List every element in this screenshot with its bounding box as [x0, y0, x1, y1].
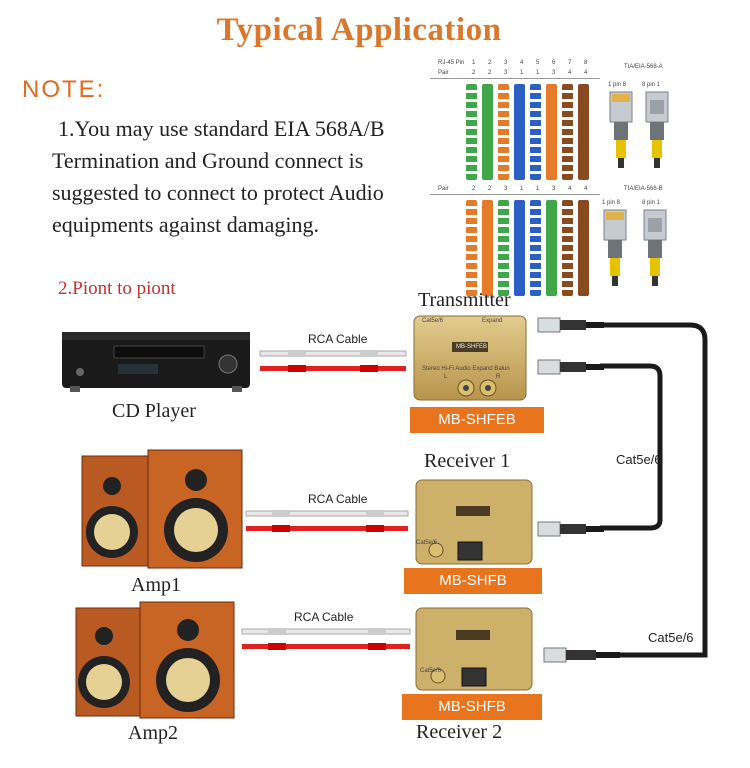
pair-a-number-6: 3 — [552, 70, 556, 76]
pin-number-7: 7 — [568, 60, 572, 66]
transmitter-model-badge: MB-SHFEB — [410, 407, 544, 433]
receiver1-device — [415, 479, 533, 565]
cat-cable-label-2: Cat5e/6 — [648, 630, 694, 645]
pair-a-number-4: 1 — [520, 70, 524, 76]
pair-a-number-8: 4 — [584, 70, 588, 76]
transmitter-top-right-text: Expand — [482, 318, 503, 324]
divider — [430, 194, 600, 195]
note-line-3: suggested to connect to protect Audio — [52, 180, 384, 205]
pin-number-5: 5 — [536, 60, 540, 66]
pin-number-6: 6 — [552, 60, 556, 66]
transmitter-label: Transmitter — [418, 289, 511, 311]
pair-b-number-7: 4 — [568, 186, 572, 192]
cat-cable-label-1: Cat5e/6 — [616, 452, 662, 467]
rca-cable-icon — [245, 510, 409, 532]
note-heading: NOTE: — [22, 76, 106, 103]
wiring-diagram: RJ-45 Pin Pair 1 2 3 4 5 6 7 8 2 2 3 1 1 3 4 4 Pair 2 2… — [430, 58, 750, 296]
transmitter-device — [413, 315, 527, 401]
amp1-label: Amp1 — [131, 574, 181, 596]
pair-label-a: Pair — [438, 70, 449, 76]
note-line-1: 1.You may use standard EIA 568A/B — [58, 116, 385, 141]
wire-a-3 — [498, 84, 509, 180]
pair-b-number-2: 2 — [488, 186, 492, 192]
note-line-4: equipments against damaging. — [52, 212, 319, 237]
plug-pin-label-c: 1 pin 8 — [602, 200, 621, 206]
wire-b-3 — [498, 200, 509, 296]
pair-a-number-3: 3 — [504, 70, 508, 76]
receiver1-label: Receiver 1 — [424, 450, 511, 472]
rca-cable-label-2: RCA Cable — [308, 492, 368, 506]
wire-b-6 — [546, 200, 557, 296]
pair-a-number-7: 4 — [568, 70, 572, 76]
pair-label-b: Pair — [438, 186, 449, 192]
transmitter-port-r: R — [496, 374, 501, 380]
pair-a-number-5: 1 — [536, 70, 540, 76]
rj45-plug-icon — [609, 91, 669, 168]
wire-a-7 — [562, 84, 573, 180]
transmitter-top-left-text: Cat5e/6 — [422, 318, 444, 324]
transmitter-box-text: Stereo Hi-Fi Audio Expand Balun — [422, 366, 510, 372]
plug-pin-label-b: 8 pin 1 — [642, 82, 661, 88]
std-b-label: TIA/EIA-568-B — [624, 186, 663, 192]
wire-a-2 — [482, 84, 493, 180]
rca-cable-label-3: RCA Cable — [294, 610, 354, 624]
receiver1-model-badge: MB-SHFB — [404, 568, 542, 594]
receiver2-port-label: Cat5e/6 — [420, 668, 442, 674]
plug-pin-label-a: 1 pin 8 — [608, 82, 627, 88]
pin-number-2: 2 — [488, 60, 492, 66]
rca-cable-icon — [259, 350, 407, 372]
pair-b-number-1: 2 — [472, 186, 476, 192]
rj45-connector-icon — [537, 359, 604, 375]
pair-b-number-3: 3 — [504, 186, 508, 192]
pin-number-3: 3 — [504, 60, 508, 66]
wire-b-4 — [514, 200, 525, 296]
rj45-connector-icon — [537, 317, 604, 333]
receiver1-port-label: Cat5e/6 — [416, 540, 438, 546]
page-title: Typical Application — [216, 12, 502, 48]
pair-b-number-4: 1 — [520, 186, 524, 192]
rj45-connector-icon — [543, 647, 620, 663]
rca-cable-label-1: RCA Cable — [308, 332, 368, 346]
pin-number-4: 4 — [520, 60, 524, 66]
wire-b-8 — [578, 200, 589, 296]
divider — [430, 78, 600, 79]
pair-b-number-8: 4 — [584, 186, 588, 192]
std-a-label: TIA/EIA-568-A — [624, 64, 663, 70]
plug-pin-label-d: 8 pin 1 — [642, 200, 661, 206]
wire-a-8 — [578, 84, 589, 180]
transmitter-logo: MB-SHFEB — [456, 344, 488, 350]
wire-b-5 — [530, 200, 541, 296]
pair-a-number-1: 2 — [472, 70, 476, 76]
receiver2-device — [415, 607, 533, 691]
pin-number-8: 8 — [584, 60, 588, 66]
pair-b-number-6: 3 — [552, 186, 556, 192]
wire-b-1 — [466, 200, 477, 296]
rca-cable-icon — [241, 628, 411, 650]
pair-a-number-2: 2 — [488, 70, 492, 76]
amp2-speakers-image — [75, 601, 235, 719]
amp2-label: Amp2 — [128, 722, 178, 744]
cd-player-image — [62, 332, 250, 392]
wire-a-5 — [530, 84, 541, 180]
rj45-connector-icon — [537, 521, 604, 537]
wire-a-4 — [514, 84, 525, 180]
receiver2-model-badge: MB-SHFB — [402, 694, 542, 720]
rj45-pin-label: RJ-45 Pin — [438, 60, 465, 66]
wire-b-7 — [562, 200, 573, 296]
note-line-2: Termination and Ground connect is — [52, 148, 364, 173]
receiver2-label: Receiver 2 — [416, 721, 503, 743]
pin-number-1: 1 — [472, 60, 476, 66]
transmitter-port-l: L — [444, 374, 448, 380]
wire-a-6 — [546, 84, 557, 180]
wire-b-2 — [482, 200, 493, 296]
section-title: 2.Piont to piont — [58, 278, 176, 299]
cd-player-label: CD Player — [112, 400, 196, 422]
pair-b-number-5: 1 — [536, 186, 540, 192]
wire-a-1 — [466, 84, 477, 180]
amp1-speakers-image — [81, 449, 243, 569]
rj45-plug-icon — [603, 209, 667, 286]
